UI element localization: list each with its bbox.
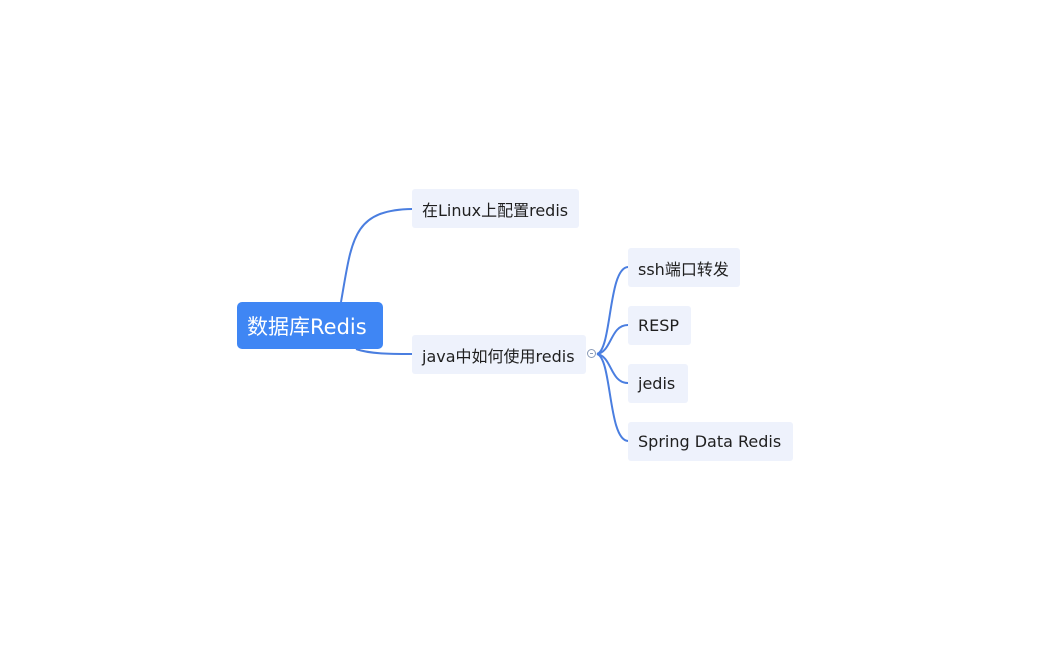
- root-node[interactable]: 数据库Redis: [237, 302, 383, 349]
- subtopic-resp[interactable]: RESP: [628, 306, 691, 345]
- collapse-toggle-icon[interactable]: [587, 349, 596, 358]
- topic-label: 在Linux上配置redis: [422, 200, 569, 220]
- subtopic-spring-data-redis[interactable]: Spring Data Redis: [628, 422, 793, 461]
- subtopic-label: Spring Data Redis: [638, 432, 782, 451]
- subtopic-ssh-port-forwarding[interactable]: ssh端口转发: [628, 248, 740, 287]
- edge-root-to-linux: [340, 208, 413, 303]
- topic-configure-redis-on-linux[interactable]: 在Linux上配置redis: [412, 189, 579, 228]
- edge-root-to-java: [355, 348, 413, 355]
- edge-java-to-resp: [596, 324, 629, 355]
- subtopic-label: ssh端口转发: [638, 259, 729, 279]
- subtopic-label: jedis: [638, 374, 676, 393]
- root-node-label: 数据库Redis: [247, 314, 367, 339]
- edge-java-to-spring: [596, 353, 629, 442]
- subtopic-jedis[interactable]: jedis: [628, 364, 688, 403]
- edge-java-to-ssh: [596, 266, 629, 355]
- topic-label: java中如何使用redis: [422, 346, 575, 366]
- topic-use-redis-in-java[interactable]: java中如何使用redis: [412, 335, 586, 374]
- subtopic-label: RESP: [638, 316, 680, 335]
